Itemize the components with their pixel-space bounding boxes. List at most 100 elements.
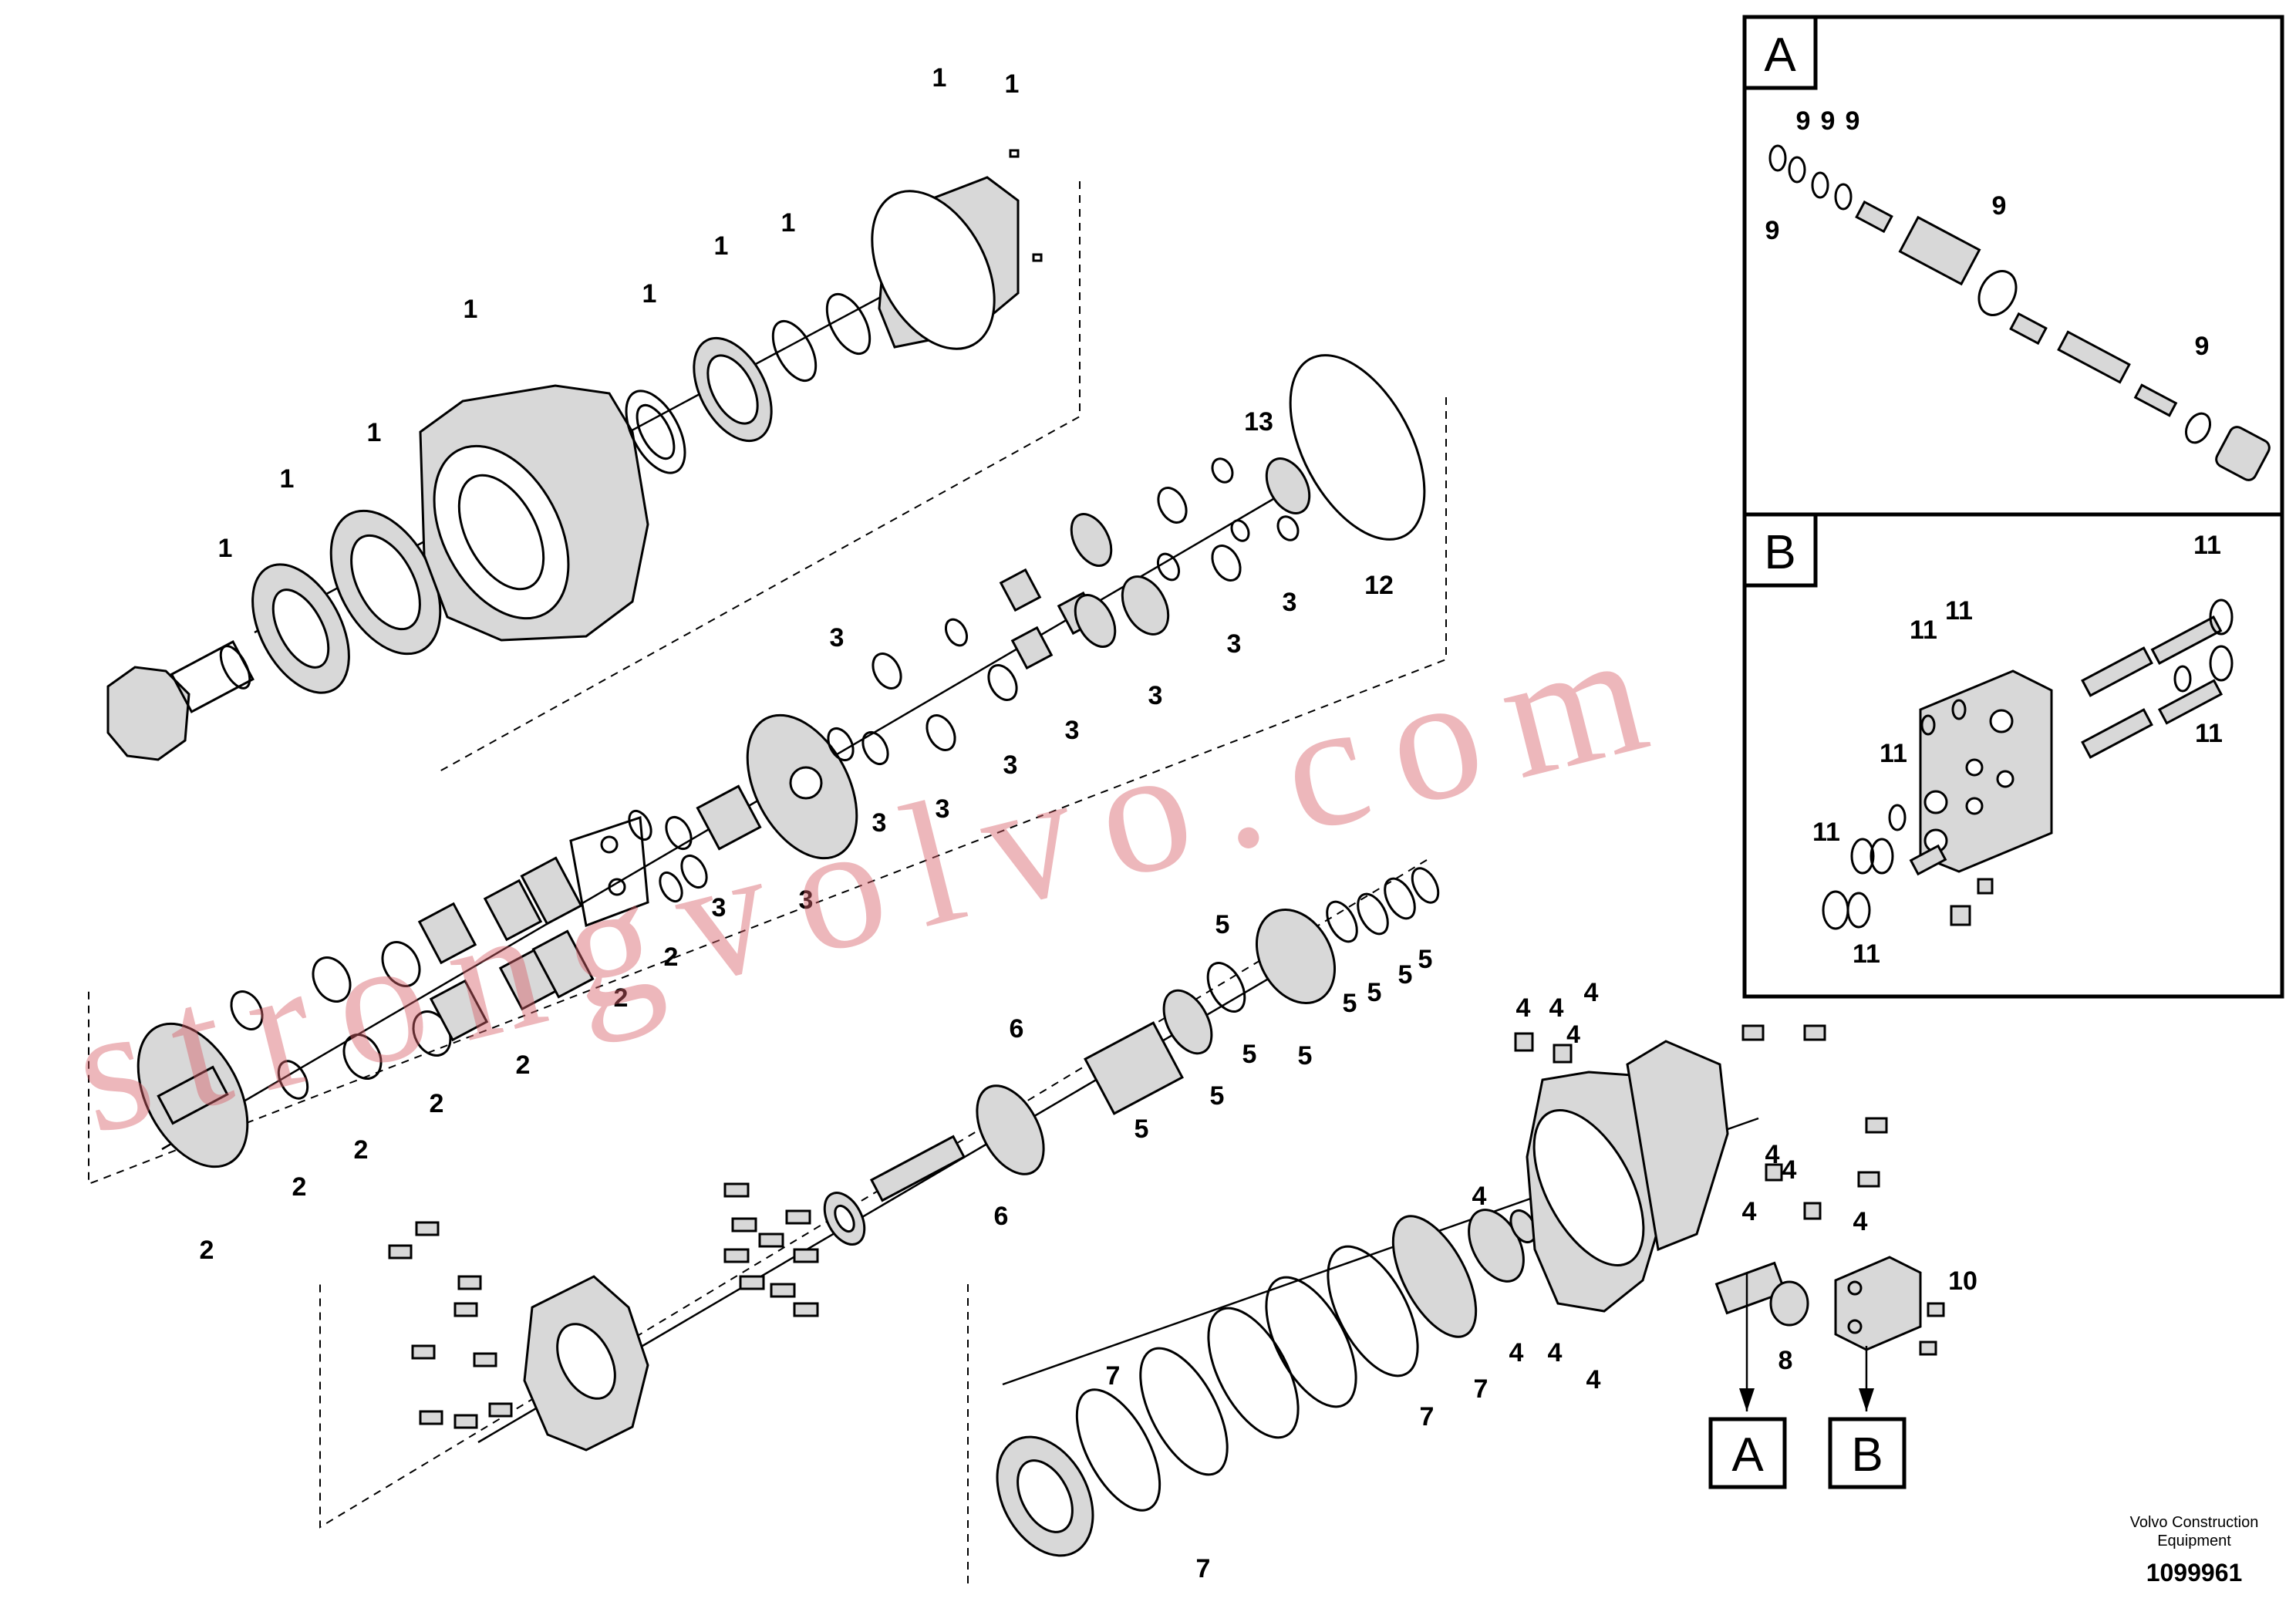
drive-shaft xyxy=(869,1135,966,1202)
label-1: 1 xyxy=(367,418,382,447)
label-1: 1 xyxy=(714,231,729,261)
label-4: 4 xyxy=(1509,1338,1524,1367)
friction-plate-a xyxy=(1207,1307,1300,1439)
label-11: 11 xyxy=(1945,596,1973,626)
callout-arrows xyxy=(1739,1273,1874,1411)
label-5: 5 xyxy=(1398,960,1413,990)
second-stage-parts xyxy=(827,457,1300,766)
gear-13 xyxy=(1265,457,1311,514)
valve-block-detail xyxy=(1822,599,2234,930)
label-2: 2 xyxy=(292,1172,307,1202)
footer-credit: Volvo Construction Equipment 1099961 xyxy=(2130,1514,2259,1587)
label-1: 1 xyxy=(932,63,947,93)
seal-ring-2 xyxy=(625,389,686,474)
carrier-flange xyxy=(137,1022,249,1168)
planetary-group xyxy=(137,354,1426,1168)
motor-housing-group xyxy=(996,1024,1945,1557)
label-4: 4 xyxy=(1549,993,1564,1023)
label-5: 5 xyxy=(1343,989,1357,1018)
snap-ring-b xyxy=(825,293,872,355)
planet-plate xyxy=(569,815,649,928)
small-parts-4 xyxy=(1514,1024,1945,1356)
label-3: 3 xyxy=(830,623,845,653)
label-2: 2 xyxy=(200,1236,214,1265)
detail-box-a-letter: A xyxy=(1764,29,1796,82)
label-7: 7 xyxy=(1420,1402,1435,1431)
label-3: 3 xyxy=(1227,629,1242,659)
pin-a xyxy=(1009,149,1020,158)
callout-box-a[interactable]: A xyxy=(1708,1417,1787,1489)
label-2: 2 xyxy=(614,983,629,1013)
label-2: 2 xyxy=(430,1089,444,1118)
label-11: 11 xyxy=(1910,615,1937,645)
callout-b-letter: B xyxy=(1851,1428,1883,1482)
label-3: 3 xyxy=(1065,716,1080,745)
label-9: 9 xyxy=(1821,106,1836,136)
assembly-frames xyxy=(88,181,1447,1589)
valve-block-10 xyxy=(1834,1256,1922,1351)
label-7: 7 xyxy=(1196,1554,1211,1583)
label-2: 2 xyxy=(354,1135,369,1165)
detail-box-b-letter: B xyxy=(1764,526,1795,579)
label-3: 3 xyxy=(1148,681,1163,710)
label-4: 4 xyxy=(1516,993,1531,1023)
o-ring-7a xyxy=(1075,1388,1161,1512)
company-name-line1: Volvo Construction xyxy=(2130,1514,2259,1531)
label-5: 5 xyxy=(1135,1114,1149,1144)
label-4: 4 xyxy=(1472,1182,1487,1211)
brake-piston xyxy=(996,1435,1094,1557)
swash-plate-6 xyxy=(976,1084,1045,1175)
label-7: 7 xyxy=(1474,1374,1489,1404)
pinion-shaft xyxy=(106,640,255,761)
label-6: 6 xyxy=(1010,1014,1024,1044)
planet-washers-row xyxy=(628,809,708,903)
label-10: 10 xyxy=(1948,1266,1977,1296)
label-3: 3 xyxy=(712,893,727,922)
motor-housing xyxy=(1526,1040,1729,1313)
o-ring-7b xyxy=(1139,1347,1229,1476)
label-7: 7 xyxy=(1106,1361,1121,1391)
label-1: 1 xyxy=(1005,69,1020,99)
gear-housing xyxy=(419,384,649,642)
label-1: 1 xyxy=(280,464,295,494)
planet-pins-row xyxy=(230,856,595,1100)
label-3: 3 xyxy=(1003,750,1018,780)
label-4: 4 xyxy=(1566,1020,1580,1048)
separator-plate xyxy=(1391,1215,1478,1338)
label-9: 9 xyxy=(1846,106,1860,136)
label-5: 5 xyxy=(1367,978,1382,1007)
label-4: 4 xyxy=(1765,1140,1780,1169)
label-4: 4 xyxy=(1586,1365,1601,1394)
snap-ring-a xyxy=(771,320,818,382)
label-11: 11 xyxy=(1853,939,1880,969)
motor-group xyxy=(388,867,1440,1452)
label-4: 4 xyxy=(1548,1338,1563,1367)
label-5: 5 xyxy=(1210,1081,1225,1111)
callout-box-b[interactable]: B xyxy=(1828,1417,1907,1489)
label-11: 11 xyxy=(2195,719,2223,748)
sun-gear xyxy=(696,784,762,851)
label-5: 5 xyxy=(1242,1040,1257,1069)
output-assembly-group xyxy=(106,149,1043,761)
label-1: 1 xyxy=(218,534,233,563)
label-11: 11 xyxy=(2193,531,2221,560)
o-ring-12 xyxy=(1289,354,1426,541)
bearing-small xyxy=(823,1192,866,1246)
detail-box-b: B xyxy=(1742,512,2284,999)
label-9: 9 xyxy=(2195,332,2210,361)
item-labels: 1 1 1 1 1 1 1 1 1 2 2 2 2 2 2 2 3 3 3 3 … xyxy=(200,63,2223,1583)
friction-plate-c xyxy=(1327,1245,1419,1378)
detail-box-a: A xyxy=(1742,15,2284,517)
valve-plate-cover xyxy=(523,1275,649,1452)
relief-valve-detail xyxy=(1768,144,2271,481)
label-11: 11 xyxy=(1880,739,1907,768)
label-12: 12 xyxy=(1364,571,1394,600)
label-5: 5 xyxy=(1298,1041,1313,1071)
label-3: 3 xyxy=(872,808,887,838)
seal-ring-1 xyxy=(251,563,350,694)
label-3: 3 xyxy=(799,885,814,915)
label-9: 9 xyxy=(1765,216,1780,245)
label-6: 6 xyxy=(994,1202,1009,1231)
carrier-disc xyxy=(746,713,858,860)
